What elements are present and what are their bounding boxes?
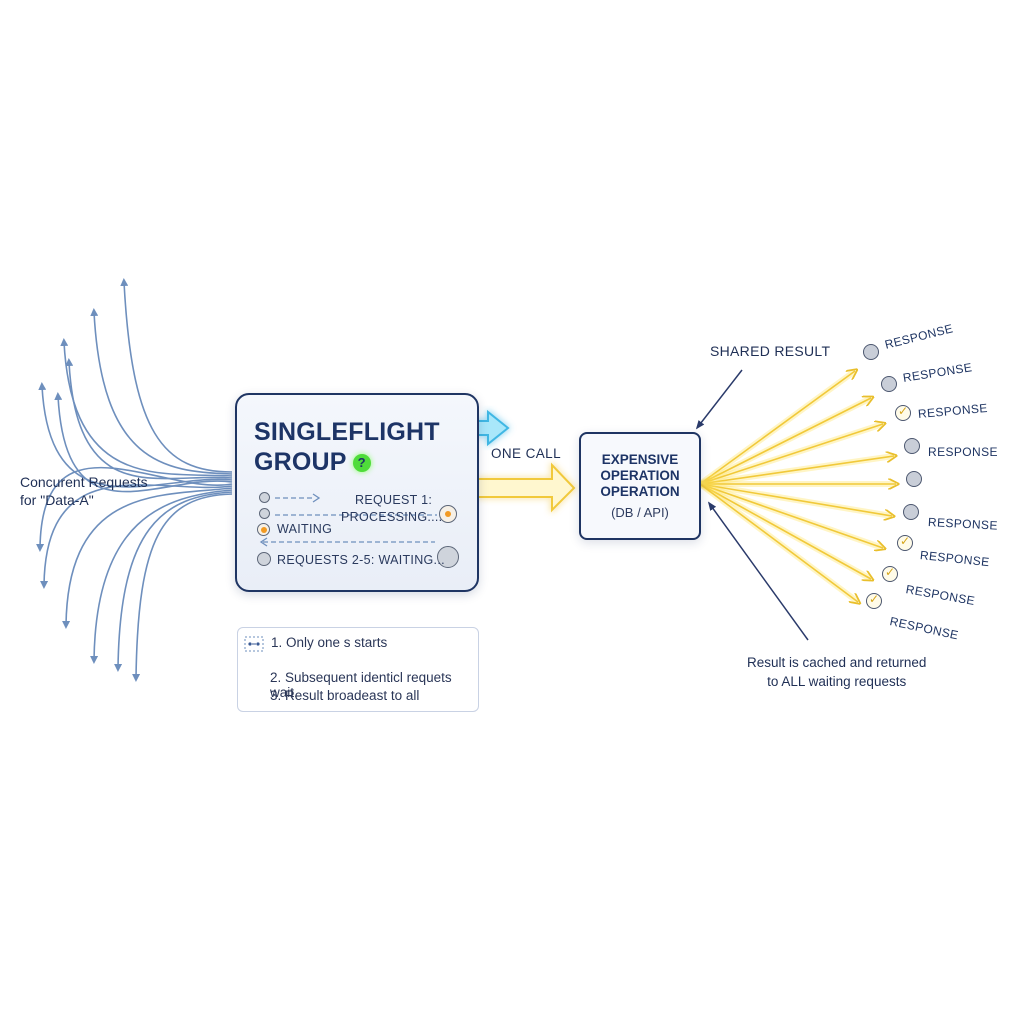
singleflight-title-line2: GROUP (254, 448, 347, 476)
response-arrow (699, 483, 892, 516)
response-arrow (699, 483, 871, 579)
response-label: RESPONSE (928, 445, 998, 459)
operation-sub: (DB / API) (611, 505, 669, 520)
response-dot-icon (863, 344, 879, 360)
waiting-label: WAITING (277, 522, 333, 536)
processing-label: PROCESSING.... (341, 510, 443, 524)
singleflight-group-box: SINGLEFLIGHT GROUP? REQUEST 1: PROCESSIN… (235, 393, 479, 592)
request-1-dot-icon (259, 492, 270, 503)
response-dot-icon (881, 376, 897, 392)
response-dot-icon (903, 504, 919, 520)
singleflight-title: SINGLEFLIGHT GROUP? (254, 417, 440, 477)
requests-waiting-label: REQUESTS 2-5: WAITING... (277, 553, 445, 567)
internal-flow-lines (259, 493, 437, 547)
waiting-queue-dot-icon (437, 546, 459, 568)
request-1-label: REQUEST 1: (355, 493, 433, 507)
request-arrow (65, 358, 233, 480)
response-arrow (699, 483, 858, 602)
response-check-icon (866, 592, 882, 609)
request-arrow (36, 466, 233, 552)
response-arrow (699, 398, 871, 485)
shared-result-pointer (695, 369, 743, 430)
steps-icon (244, 636, 264, 652)
cache-caption-line1: Result is cached and returned (747, 655, 927, 670)
response-check-icon (882, 565, 898, 582)
request-arrow (60, 338, 233, 477)
cache-caption-line2: to ALL waiting requests (767, 674, 907, 689)
response-arrow (699, 424, 883, 485)
response-arrow (699, 371, 855, 485)
response-dot-icon (906, 471, 922, 487)
step-3: 3. Result broadeast to all (270, 688, 420, 703)
request-arrow (132, 493, 233, 682)
step-2: 2. Subsequent identicl requets wait. (270, 670, 452, 700)
steps-box: 1. Only one s starts 2. Subsequent ident… (237, 627, 479, 712)
response-check-icon (895, 404, 911, 421)
response-check-icon (897, 534, 913, 551)
shared-result-label: SHARED RESULT (710, 343, 831, 359)
request-2-dot-icon (259, 508, 270, 519)
singleflight-title-line1: SINGLEFLIGHT (254, 418, 440, 446)
expensive-operation-box: EXPENSIVE OPERATION OPERATION (DB / API) (579, 432, 701, 540)
request-arrow (40, 484, 233, 589)
requests-waiting-dot-icon (257, 552, 271, 566)
waiting-dot-icon (257, 523, 270, 536)
one-call-label: ONE CALL (491, 446, 561, 461)
request-arrow (114, 491, 233, 672)
operation-line2: OPERATION (600, 468, 680, 483)
response-arrow (699, 456, 894, 485)
concurrent-requests-label: Concurent Requests for "Data-A" (20, 473, 148, 509)
cache-caption: Result is cached and returned to ALL wai… (747, 653, 926, 691)
response-arrows (698, 371, 896, 602)
response-dot-icon (904, 438, 920, 454)
concurrent-request-arrows (36, 278, 233, 682)
question-badge-icon: ? (352, 454, 371, 472)
request-arrow (90, 308, 233, 475)
request-arrow (120, 278, 233, 473)
operation-line1: EXPENSIVE (601, 452, 679, 467)
step-1: 1. Only one s starts (271, 635, 388, 650)
request-arrow (90, 489, 233, 664)
caption-pointer (707, 501, 809, 641)
response-arrow (699, 483, 883, 548)
operation-line3: OPERATION (600, 484, 680, 499)
concurrent-requests-line1: Concurent Requests (20, 474, 148, 490)
processing-dot-icon (439, 505, 457, 523)
request-arrow (54, 392, 233, 493)
one-call-arrow (477, 462, 576, 513)
request-arrow (62, 487, 233, 629)
concurrent-requests-line2: for "Data-A" (20, 492, 94, 508)
